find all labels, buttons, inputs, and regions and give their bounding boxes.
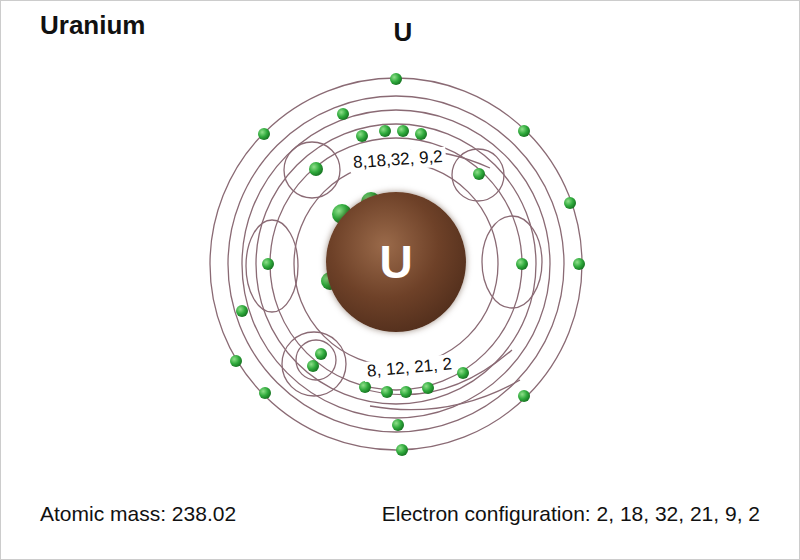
electron (390, 73, 402, 85)
nucleus-symbol: U (379, 235, 412, 289)
shell-numbers: 8,18,32, 9,2 (350, 147, 447, 174)
nucleus: U (326, 192, 466, 332)
electron (518, 390, 530, 402)
electron (230, 355, 242, 367)
electron (309, 162, 323, 176)
electron (258, 128, 270, 140)
electron (379, 125, 391, 137)
shell-numbers: 8, 12, 21, 2 (364, 354, 456, 382)
electron (259, 387, 271, 399)
electron (359, 381, 371, 393)
electron (397, 125, 409, 137)
electron (315, 348, 327, 360)
electron (457, 367, 469, 379)
title: Uranium (40, 10, 145, 41)
electron (564, 197, 576, 209)
electron (473, 168, 485, 180)
electron (396, 444, 408, 456)
electron (422, 382, 434, 394)
electron (400, 386, 412, 398)
orbit-rings (210, 78, 582, 450)
electron (516, 258, 528, 270)
electron (262, 258, 274, 270)
electron (415, 128, 427, 140)
electron-configuration: Electron configuration: 2, 18, 32, 21, 9… (382, 502, 760, 526)
electron (518, 125, 530, 137)
element-symbol: U (394, 17, 413, 48)
electron (381, 386, 393, 398)
electrons (230, 73, 585, 456)
electron (236, 305, 248, 317)
electron (307, 360, 319, 372)
atomic-mass: Atomic mass: 238.02 (40, 502, 236, 526)
electron (356, 130, 368, 142)
electron (573, 258, 585, 270)
electron (392, 419, 404, 431)
electron (337, 108, 349, 120)
